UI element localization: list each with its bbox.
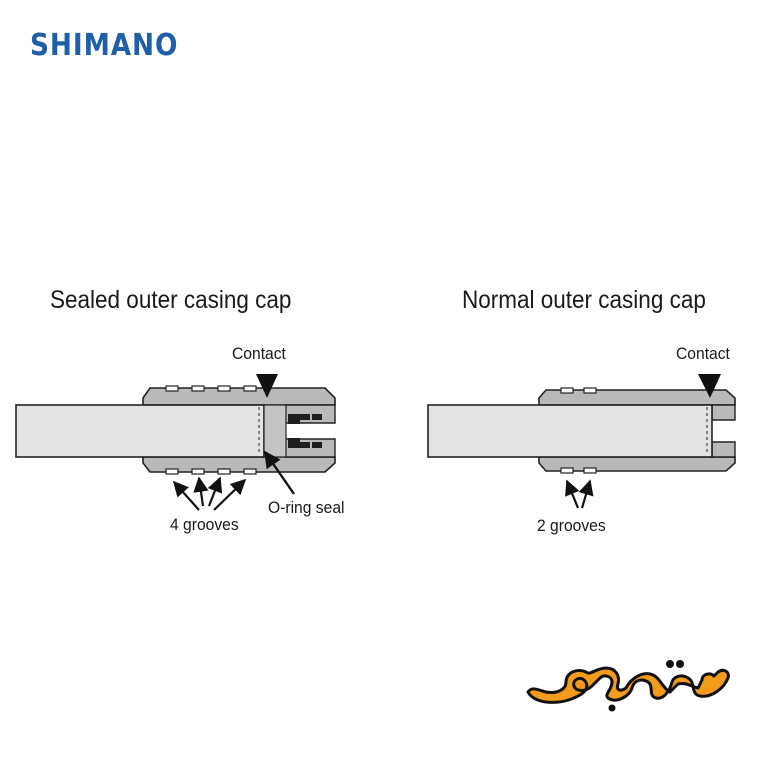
sealed-cap-title: Sealed outer casing cap (50, 286, 292, 314)
sealed-contact-marker (256, 374, 278, 398)
normal-grooves-label: 2 grooves (537, 516, 606, 535)
normal-top-grooves (560, 387, 597, 394)
normal-contact-marker (698, 374, 721, 398)
sealed-contact-ring (263, 404, 287, 458)
normal-cap-drawing (427, 374, 736, 509)
shimano-logo: SHIMANO (30, 28, 179, 63)
sealed-grooves-label: 4 grooves (170, 515, 239, 534)
sealed-groove-arrows (172, 476, 247, 511)
sealed-top-grooves (165, 385, 257, 392)
normal-casing-tube (427, 404, 713, 458)
sealed-cap-drawing (15, 374, 336, 511)
o-ring-bottom (288, 438, 310, 448)
normal-cap-end-top (711, 404, 736, 421)
normal-cap-end-bottom (711, 441, 736, 458)
sealed-casing-tube (15, 404, 265, 458)
normal-bottom-grooves (560, 467, 597, 474)
o-ring-top (288, 414, 310, 424)
store-logo (526, 660, 730, 712)
normal-groove-arrows (565, 479, 594, 509)
normal-contact-label: Contact (676, 344, 730, 363)
o-ring-arrow (264, 450, 295, 495)
normal-cap-title: Normal outer casing cap (462, 286, 706, 314)
o-ring-seal-label: O-ring seal (268, 498, 345, 517)
sealed-contact-label: Contact (232, 344, 286, 363)
sealed-bottom-grooves (165, 468, 257, 475)
